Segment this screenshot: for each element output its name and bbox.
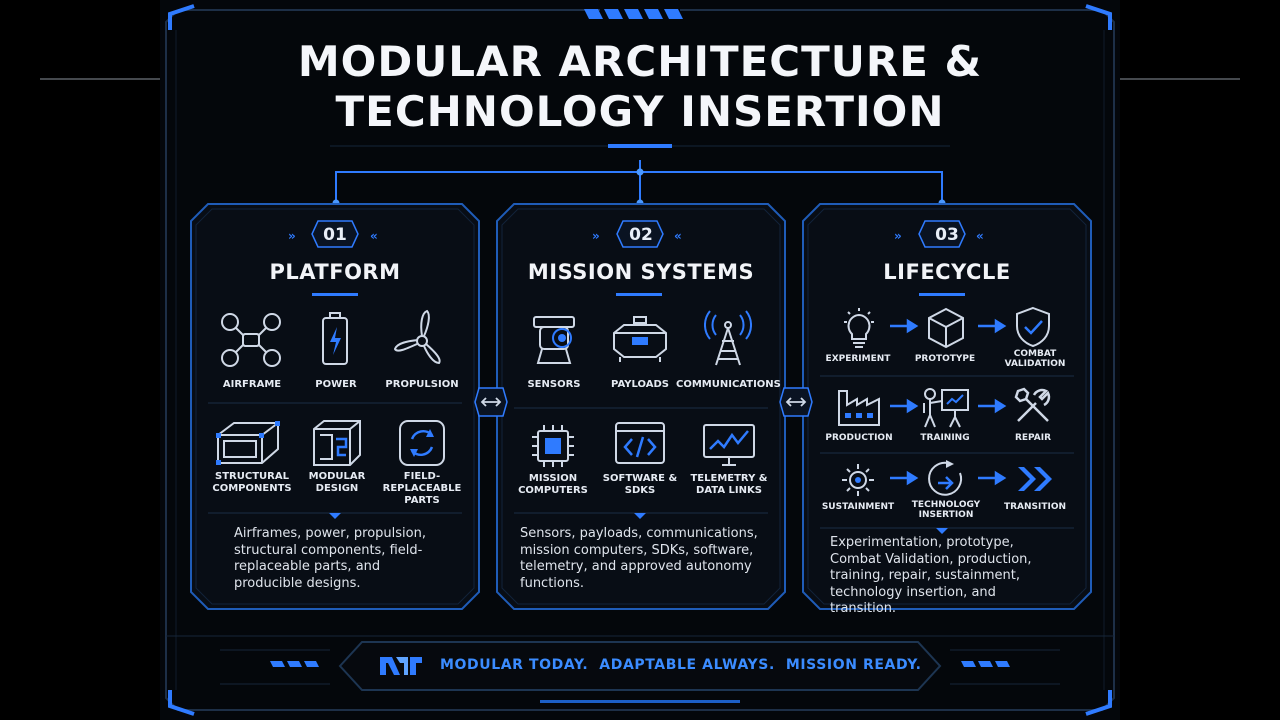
factory-icon xyxy=(838,390,880,426)
tower-icon xyxy=(704,310,752,366)
sensor-icon xyxy=(533,316,575,364)
item-sensors-label: SENSORS xyxy=(527,379,581,390)
link-arrow-right xyxy=(779,387,813,417)
item-telemetry-label: TELEMETRY & DATA LINKS xyxy=(690,473,768,496)
panel-mission-description: Sensors, payloads, communications, missi… xyxy=(520,526,758,591)
svg-text:«: « xyxy=(976,229,984,243)
modules-icon xyxy=(313,420,361,466)
item-prototype-label: PROTOTYPE xyxy=(914,354,976,364)
item-power-label: POWER xyxy=(315,379,357,390)
telemetry-icon xyxy=(703,424,755,466)
propeller-icon xyxy=(393,309,441,365)
item-modular-design-label: MODULAR DESIGN xyxy=(308,471,366,494)
item-sustainment-label: SUSTAINMENT xyxy=(821,502,895,512)
insertion-icon xyxy=(928,460,963,496)
item-communications-label: COMMUNICATIONS xyxy=(676,379,781,390)
panel-lifecycle-number: 03 xyxy=(935,225,959,245)
link-arrow-left xyxy=(474,387,508,417)
item-transition-label: TRANSITION xyxy=(1003,502,1067,512)
shield-check-icon xyxy=(1016,306,1050,348)
item-structural-label: STRUCTURAL COMPONENTS xyxy=(212,471,292,494)
cube-icon xyxy=(928,307,964,349)
item-mission-computers-label: MISSION COMPUTERS xyxy=(518,473,588,496)
item-training-label: TRAINING xyxy=(920,433,970,443)
logo-icon xyxy=(380,657,422,675)
swap-icon xyxy=(399,420,445,466)
panel-mission-title: MISSION SYSTEMS xyxy=(527,260,755,284)
frame-icon xyxy=(216,421,280,465)
panel-platform-title: PLATFORM xyxy=(269,260,401,284)
chevrons-icon xyxy=(1018,467,1052,491)
chip-icon xyxy=(532,425,574,467)
item-experiment-label: EXPERIMENT xyxy=(825,354,891,364)
panel-platform-frame: » « xyxy=(190,203,480,610)
panel-platform-number: 01 xyxy=(323,225,347,245)
svg-text:«: « xyxy=(370,229,378,243)
drone-icon xyxy=(221,313,281,367)
item-payloads-label: PAYLOADS xyxy=(611,379,669,390)
training-icon xyxy=(923,388,969,428)
panel-mission-frame: » « xyxy=(496,203,786,610)
item-technology-insertion-label: TECHNOLOGY INSERTION xyxy=(911,500,981,520)
item-field-replaceable-label: FIELD-REPLACEABLE PARTS xyxy=(382,471,462,506)
payload-icon xyxy=(613,316,667,362)
panel-mission-systems: » « 02 MISSION SYSTEMS xyxy=(496,203,786,610)
svg-text:»: » xyxy=(592,229,600,243)
lightbulb-icon xyxy=(844,308,874,348)
panel-platform: » « 01 PLATFORM xyxy=(190,203,480,610)
battery-icon xyxy=(322,312,348,365)
item-combat-validation-label: COMBAT VALIDATION xyxy=(1004,349,1066,369)
code-icon xyxy=(615,422,665,464)
panel-lifecycle-description: Experimentation, prototype, Combat Valid… xyxy=(830,535,1032,616)
item-airframe-label: AIRFRAME xyxy=(222,379,282,390)
panel-lifecycle: » « 03 LIFECYCLE xyxy=(802,203,1092,616)
tools-icon xyxy=(1014,387,1051,422)
panel-mission-number: 02 xyxy=(629,225,653,245)
item-repair-label: REPAIR xyxy=(1014,433,1052,443)
page-title-line-1: MODULAR ARCHITECTURE & xyxy=(297,37,983,86)
item-production-label: PRODUCTION xyxy=(825,433,893,443)
panel-platform-description: Airframes, power, propulsion, structural… xyxy=(234,526,426,591)
gear-cycle-icon xyxy=(842,464,874,496)
footer-tagline: MODULAR TODAY. ADAPTABLE ALWAYS. MISSION… xyxy=(440,657,922,673)
item-propulsion-label: PROPULSION xyxy=(385,379,459,390)
panel-lifecycle-title: LIFECYCLE xyxy=(883,260,1011,284)
svg-text:»: » xyxy=(894,229,902,243)
item-software-label: SOFTWARE & SDKS xyxy=(602,473,678,496)
page-title-line-2: TECHNOLOGY INSERTION xyxy=(335,87,945,136)
svg-text:»: » xyxy=(288,229,296,243)
svg-text:«: « xyxy=(674,229,682,243)
panel-lifecycle-frame: » « xyxy=(802,203,1092,610)
